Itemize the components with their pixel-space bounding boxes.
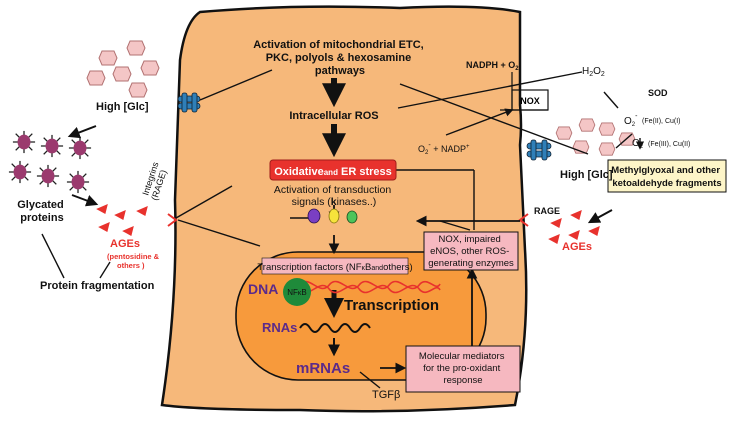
methylglyoxal-box: [607, 159, 727, 193]
oxidative-stress-label: Oxidativeand ER stress: [274, 166, 392, 178]
pathways-label: Activation of mitochondrial ETC, PKC, po…: [253, 39, 427, 77]
pathway-arrows: [41, 69, 645, 389]
h2o2-label: H2O2: [582, 66, 605, 78]
nadph-o2-label: NADPH + O2: [466, 60, 519, 72]
dna-label: DNA: [248, 281, 278, 297]
mediators-label: Molecular mediators for the pro-oxidant …: [419, 351, 507, 386]
nox-enzymes-box: [423, 231, 519, 271]
rage-label: RAGE: [534, 206, 560, 216]
high-glc-left-label: High [Glc]: [96, 101, 149, 113]
ages-right-label: AGEs: [562, 241, 592, 253]
high-glc-right-label: High [Glc]: [560, 169, 613, 181]
kinase-yellow-icon: [328, 208, 340, 224]
o2-nadp-label: O2- + NADP+: [418, 142, 470, 156]
sod-label: SOD: [648, 88, 668, 98]
nox-enzymes-label: NOX, impaired eNOS, other ROS- generatin…: [428, 234, 514, 269]
nfkb-label: NFκB: [287, 288, 307, 297]
glycated-protein-icons: [8, 130, 92, 194]
ages-triangles-left: [96, 204, 148, 236]
glucose-channel-right: [526, 139, 552, 161]
oxidative-stress-box: [269, 159, 397, 181]
methylglyoxal-label: Methylglyoxal and other ketoaldehyde fra…: [611, 165, 722, 189]
transcription-label: Transcription: [344, 297, 439, 314]
fe-cu-1-label: (Fe(II), Cu(I): [642, 118, 681, 125]
rnas-label: RNAs: [262, 320, 297, 335]
fe-cu-2-label: (Fe(III), Cu(II): [648, 141, 690, 148]
nox-label: NOX: [520, 96, 540, 106]
tgfb-label: TGFβ: [372, 389, 400, 401]
integrin-receptor-icon: [167, 213, 178, 227]
dna-helix-icon: [299, 280, 441, 294]
glucose-molecules-left: [86, 40, 160, 98]
kinase-green-icon: [346, 210, 358, 224]
nox-box: [511, 89, 549, 111]
transcription-factors-label: Transcription factors (NFκBandothers): [257, 262, 412, 273]
transcription-factors-box: [261, 257, 409, 275]
transduction-label: Activation of transduction signals (kina…: [274, 184, 394, 208]
nfkb-circle: [283, 278, 311, 306]
integrins-label: Integrins (RAGE): [140, 158, 171, 201]
ages-left-note: (pentosidine & others ): [107, 252, 161, 270]
superoxide-label: O2-: [624, 113, 638, 128]
intracellular-ros-label: Intracellular ROS: [289, 110, 378, 122]
protein-fragmentation-label: Protein fragmentation: [40, 280, 155, 292]
rage-receptor-icon: [518, 213, 529, 227]
ages-left-label: AGEs: [110, 238, 140, 250]
mrnas-label: mRNAs: [296, 360, 350, 377]
rna-wave-icon: [299, 323, 371, 333]
glucose-channel-left: [177, 92, 201, 113]
mediators-box: [405, 345, 521, 393]
kinase-purple-icon: [307, 208, 321, 224]
glycated-proteins-label: Glycated proteins: [17, 199, 67, 224]
o2-label: O2: [632, 138, 644, 150]
